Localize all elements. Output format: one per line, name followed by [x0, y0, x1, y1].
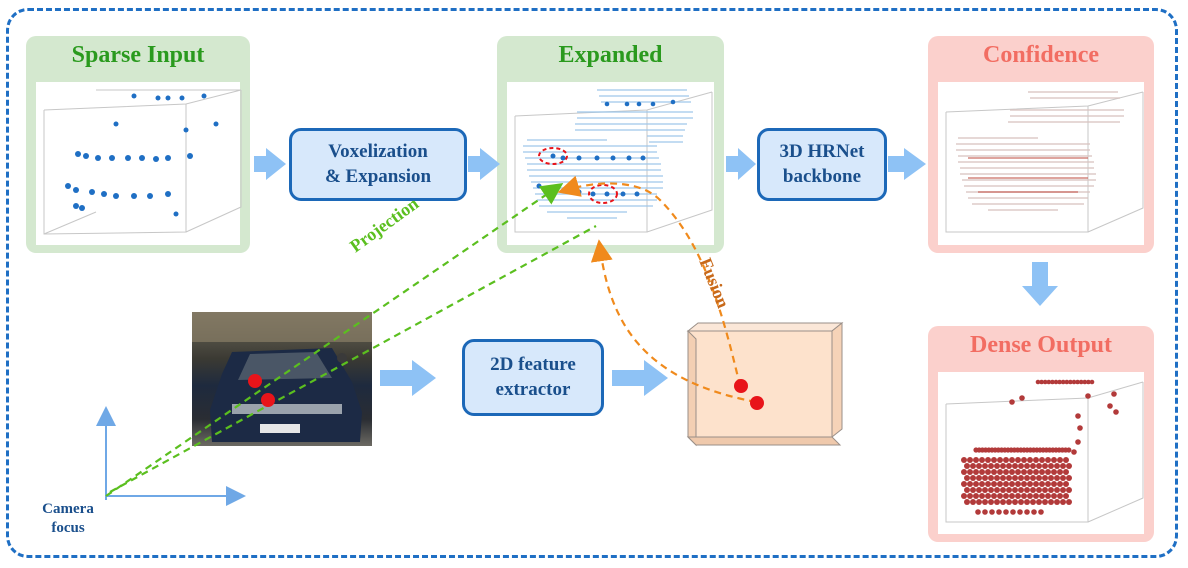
arrow-voxel-to-expanded: [468, 148, 500, 180]
confidence-plot: [938, 82, 1144, 245]
arrow-confidence-to-dense: [1022, 262, 1058, 306]
diagram-frame: [6, 8, 1178, 558]
feature-points: [248, 374, 764, 410]
expanded-plot: [507, 82, 714, 245]
expanded-panel: Expanded: [497, 36, 724, 253]
confidence-point-cloud: [945, 91, 1144, 233]
sparse-input-panel: Sparse Input: [26, 36, 250, 253]
sparse-input-title: Sparse Input: [71, 42, 205, 68]
dense-output-panel: Dense Output: [928, 326, 1154, 542]
expanded-title: Expanded: [558, 42, 663, 68]
arrow-expanded-to-hrnet: [726, 148, 756, 180]
sparse-input-plot: [36, 82, 242, 245]
dense-output-plot: [938, 372, 1144, 534]
confidence-panel: Confidence: [928, 36, 1154, 253]
flow-arrows: [254, 148, 1058, 396]
camera-axes: [96, 406, 246, 506]
dense-output-title: Dense Output: [969, 332, 1113, 358]
arrow-hrnet-to-confidence: [888, 148, 926, 180]
fusion-curves: [557, 175, 757, 404]
feature-map-cube: [686, 321, 844, 447]
arrow-extractor-to-cube: [612, 360, 668, 396]
sparse-point-cloud: [43, 89, 242, 235]
voxelization-expansion-box: Voxelization & Expansion: [289, 128, 467, 201]
camera-image: [192, 312, 372, 446]
dense-point-cloud: [945, 379, 1144, 523]
arrow-photo-to-extractor: [380, 360, 436, 396]
feature-extractor-box: 2D feature extractor: [462, 339, 604, 416]
arrow-sparse-to-voxel: [254, 148, 286, 180]
confidence-title: Confidence: [983, 42, 1099, 68]
car-shape: [192, 312, 372, 442]
projection-lines: [105, 183, 597, 497]
hrnet-backbone-box: 3D HRNet backbone: [757, 128, 887, 201]
camera-focus-label: Camera focus: [42, 501, 94, 536]
